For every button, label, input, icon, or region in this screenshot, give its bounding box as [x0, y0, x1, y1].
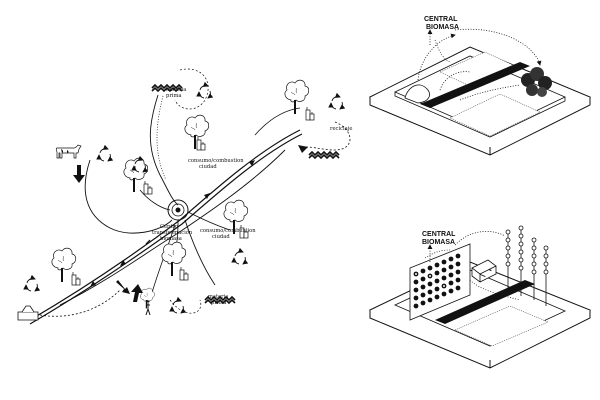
- recycle-icon: [99, 149, 110, 161]
- recycle-icon: [234, 252, 245, 264]
- road-strip-2: [435, 280, 535, 324]
- label-reciclaje: reciclaje: [330, 126, 352, 132]
- field-strip-3: [454, 305, 549, 347]
- road-arrows: [90, 160, 255, 287]
- recycle-icon: [172, 301, 183, 313]
- main-road-line-2: [29, 133, 303, 325]
- path-to-tree-top-right: [254, 107, 301, 136]
- machine-box-icon: [471, 259, 497, 283]
- factory-icon: [71, 271, 81, 286]
- factory-icon: [305, 106, 315, 121]
- arrow-head: [298, 145, 308, 153]
- arrow-down-icon: [73, 165, 85, 183]
- biomass-pile-icon: [404, 84, 430, 104]
- tower-poles-icon: [505, 225, 549, 306]
- path-top-materia: [149, 94, 179, 206]
- path-bottom-left-factory: [39, 289, 121, 317]
- recycle-icon: [331, 97, 342, 109]
- path-bottom-recycle-loop: [169, 299, 202, 314]
- arrow-left-icon: [116, 280, 130, 294]
- path-top-materia-dotted: [156, 95, 167, 181]
- road-strip: [420, 62, 530, 108]
- tree-icon: [284, 79, 310, 115]
- factory-icon: [196, 136, 206, 151]
- panel-grid-icon: [409, 243, 471, 321]
- path-bottom-materia: [184, 219, 216, 286]
- arrow-up-icon: [131, 284, 143, 302]
- funnel-icon: [17, 305, 39, 321]
- recycle-icon: [199, 86, 210, 98]
- path-top-recycle-loop: [174, 68, 209, 110]
- cow-icon: [55, 144, 82, 159]
- path-left-tree-mid: [139, 189, 171, 211]
- tree-cluster-icon: [521, 67, 552, 97]
- path-left-cow: [84, 159, 173, 234]
- zigzag-arrow-icon: [308, 151, 340, 159]
- factory-icon: [143, 180, 153, 195]
- field-strip-2: [449, 93, 541, 137]
- center-transformation-node: [167, 199, 189, 221]
- path-right-mid: [187, 211, 231, 231]
- recycle-icon: [26, 279, 37, 291]
- path-reciclaje-loop: [299, 121, 351, 151]
- secondary-road-line: [59, 149, 286, 306]
- factory-icon: [179, 266, 189, 281]
